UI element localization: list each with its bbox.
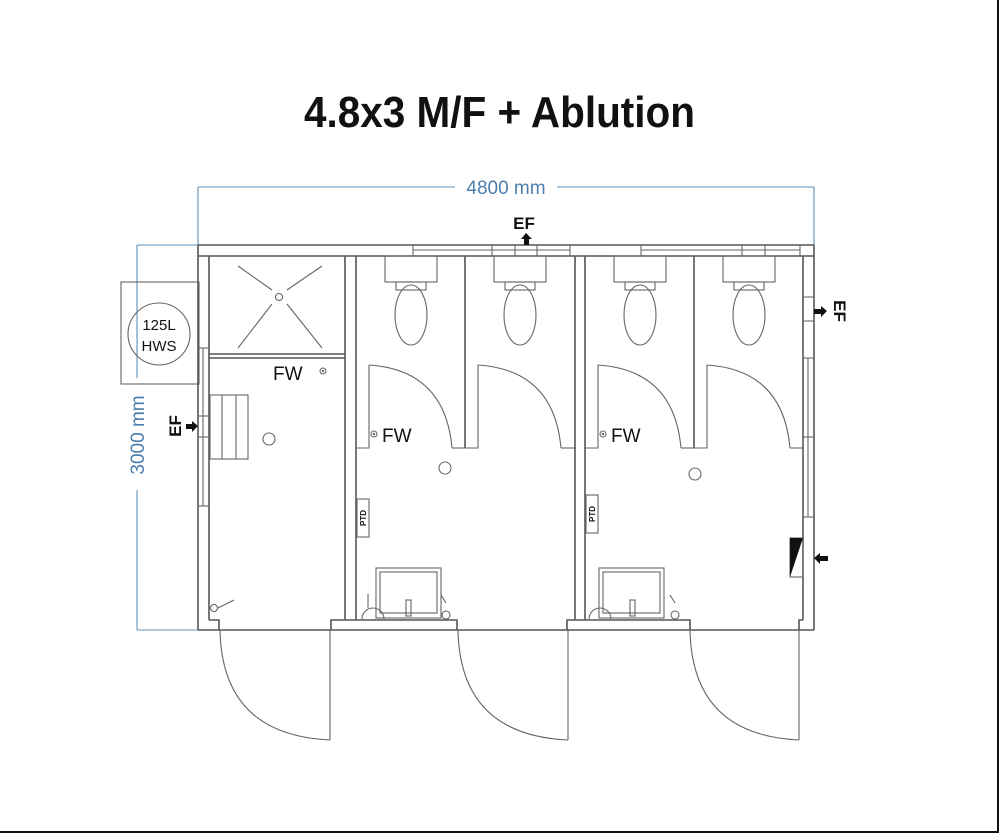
paper-towel-dispenser-male: PTD — [356, 498, 370, 538]
toilet-4 — [722, 255, 776, 346]
partitions — [209, 256, 695, 620]
shelving-unit — [209, 394, 249, 460]
external-door-ablution — [219, 629, 331, 741]
paper-towel-dispenser-female: PTD — [585, 494, 599, 534]
external-door-female — [689, 629, 800, 741]
floor-waste-icon — [599, 430, 607, 438]
ceiling-light-icon — [688, 467, 702, 481]
cubicle-doors — [356, 364, 803, 449]
width-dimension-label: 4800 mm — [466, 178, 545, 199]
ceiling-light-icon — [262, 432, 276, 446]
basin-female — [588, 567, 680, 620]
floor-waste-icon — [370, 430, 378, 438]
basin-male — [361, 567, 451, 620]
toilet-2 — [493, 255, 547, 346]
toilet-1 — [384, 255, 438, 346]
shower — [237, 265, 323, 349]
external-door-male — [457, 629, 569, 741]
outer-walls — [197, 244, 815, 631]
height-dimension-label: 3000 mm — [128, 395, 149, 474]
hot-water-system: 125L HWS — [120, 281, 200, 385]
exhaust-fan-label-top: EF — [513, 214, 535, 233]
svg-text:PTD: PTD — [588, 506, 597, 522]
exhaust-fan-left: EF — [166, 415, 198, 437]
height-dimension: 3000 mm — [128, 244, 198, 631]
floor-waste-label-female: FW — [611, 426, 641, 447]
floor-waste-label-ablution: FW — [273, 364, 303, 385]
page-title: 4.8x3 M/F + Ablution — [304, 88, 695, 137]
exhaust-fan-right: EF — [814, 300, 849, 322]
entry-arrow-icon — [814, 553, 828, 564]
ceiling-light-icon — [438, 461, 452, 475]
tap-icon — [209, 599, 235, 613]
width-dimension: 4800 mm — [197, 178, 815, 248]
hws-capacity: 125L — [142, 317, 175, 334]
exhaust-fan-top: EF — [513, 214, 535, 245]
svg-text:PTD: PTD — [359, 510, 368, 526]
exhaust-fan-label-right: EF — [830, 300, 849, 322]
hand-dryer — [789, 537, 804, 578]
floor-waste-label-male: FW — [382, 426, 412, 447]
toilet-3 — [613, 255, 667, 346]
floor-waste-icon — [319, 367, 327, 375]
hws-label: HWS — [142, 338, 177, 355]
exhaust-fan-label-left: EF — [166, 415, 185, 437]
